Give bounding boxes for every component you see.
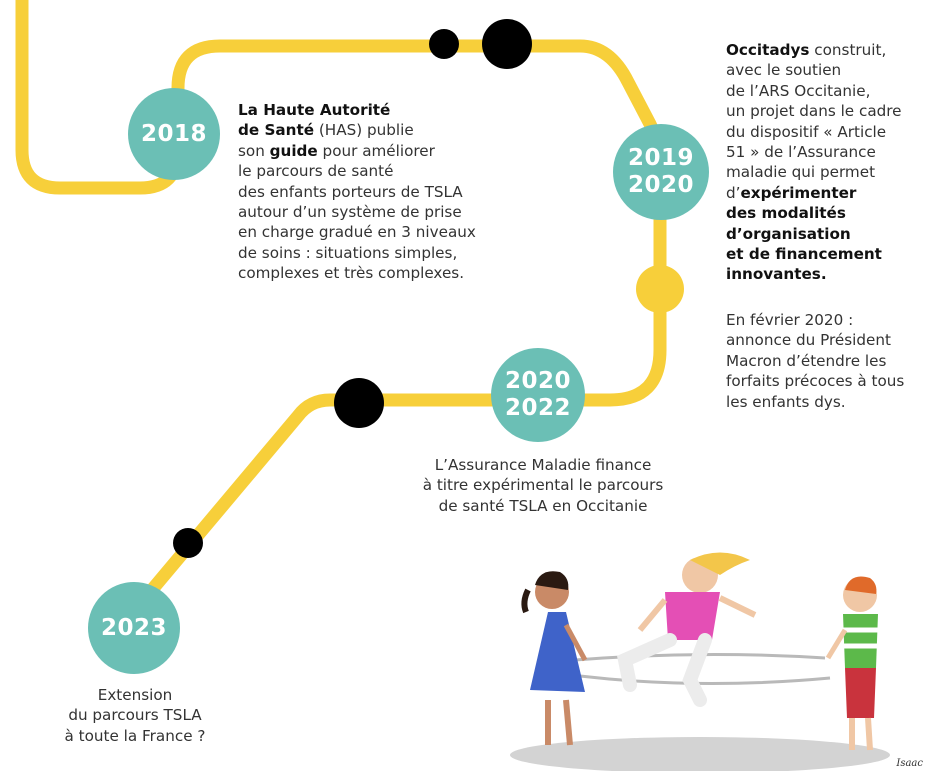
has-bold-title-2: de Santé <box>238 121 315 140</box>
has-bold-title: La Haute Autorité <box>238 101 391 119</box>
text-fragment: pour améliorer <box>317 141 435 160</box>
occitadys-text-block: Occitadys construit, avec le soutien de … <box>726 40 926 285</box>
jumping-kid <box>617 552 757 707</box>
text-line: de santé TSLA en Occitanie <box>438 496 648 515</box>
text-line: les enfants dys. <box>726 392 846 411</box>
text-line: annonce du Président <box>726 331 891 350</box>
text-line: un projet dans le cadre <box>726 102 902 121</box>
illustrator-signature: Isaac <box>896 758 923 769</box>
text-line: à titre expérimental le parcours <box>422 476 664 495</box>
text-fragment: construit, <box>809 41 887 59</box>
text-line: Macron d’étendre les <box>726 351 887 370</box>
boy-right <box>825 576 878 751</box>
year-badge-2023: 2023 <box>88 582 180 674</box>
track-dot-large-top <box>482 19 532 69</box>
year-label: 2018 <box>140 120 207 147</box>
occitadys-bold-line: d’organisation <box>726 224 851 243</box>
text-line: complexes et très complexes. <box>238 264 465 283</box>
timeline-path <box>15 0 667 615</box>
year-badge-2020-2022: 2020 2022 <box>491 348 585 442</box>
text-line: du dispositif « Article <box>726 122 887 141</box>
year-label: 2019 <box>627 145 694 171</box>
track-dot-small-top <box>429 29 459 59</box>
text-fragment: d’ <box>726 183 741 202</box>
track-dot-large-mid <box>334 378 384 428</box>
text-line: le parcours de santé <box>238 162 394 181</box>
assurance-text-block: L’Assurance Maladie finance à titre expé… <box>398 455 688 516</box>
occitadys-bold-line: et de financement <box>726 245 882 264</box>
year-label: 2023 <box>100 614 167 641</box>
girl-left <box>521 571 588 746</box>
text-line: maladie qui permet <box>726 163 876 182</box>
macron-text-block: En février 2020 : annonce du Président M… <box>726 310 926 412</box>
text-line: avec le soutien <box>726 61 842 80</box>
year-badge-2018: 2018 <box>128 88 220 180</box>
text-fragment: (HAS) publie <box>314 121 414 140</box>
year-label: 2022 <box>504 395 571 421</box>
text-line: Extension <box>97 686 173 704</box>
extension-text-block: Extension du parcours TSLA à toute la Fr… <box>40 685 230 746</box>
text-line: à toute la France ? <box>64 726 206 745</box>
has-text-block: La Haute Autorité de Santé (HAS) publie … <box>238 100 528 284</box>
children-illustration <box>510 552 890 771</box>
has-guide-bold: guide <box>269 141 318 160</box>
text-fragment: son <box>238 141 270 160</box>
occitadys-bold-line: des modalités <box>726 204 846 223</box>
text-line: des enfants porteurs de TSLA <box>238 182 463 201</box>
text-line: L’Assurance Maladie finance <box>434 456 652 474</box>
ground-shadow <box>510 737 890 771</box>
occitadys-bold-line: expérimenter <box>740 183 857 202</box>
occitadys-bold: Occitadys <box>726 41 810 59</box>
year-badge-2019-2020: 2019 2020 <box>613 124 709 220</box>
track-dot-small-bottom <box>173 528 203 558</box>
text-line: du parcours TSLA <box>68 706 202 725</box>
year-label: 2020 <box>627 172 694 198</box>
year-label: 2020 <box>504 368 571 394</box>
track-dot-yellow <box>636 265 684 313</box>
text-line: en charge gradué en 3 niveaux <box>238 223 476 242</box>
text-line: de soins : situations simples, <box>238 243 458 262</box>
text-line: forfaits précoces à tous <box>726 372 905 391</box>
occitadys-bold-line: innovantes. <box>726 265 827 284</box>
text-line: En février 2020 : <box>726 311 854 329</box>
text-line: autour d’un système de prise <box>238 203 462 222</box>
text-line: de l’ARS Occitanie, <box>726 81 871 100</box>
text-line: 51 » de l’Assurance <box>726 143 876 162</box>
